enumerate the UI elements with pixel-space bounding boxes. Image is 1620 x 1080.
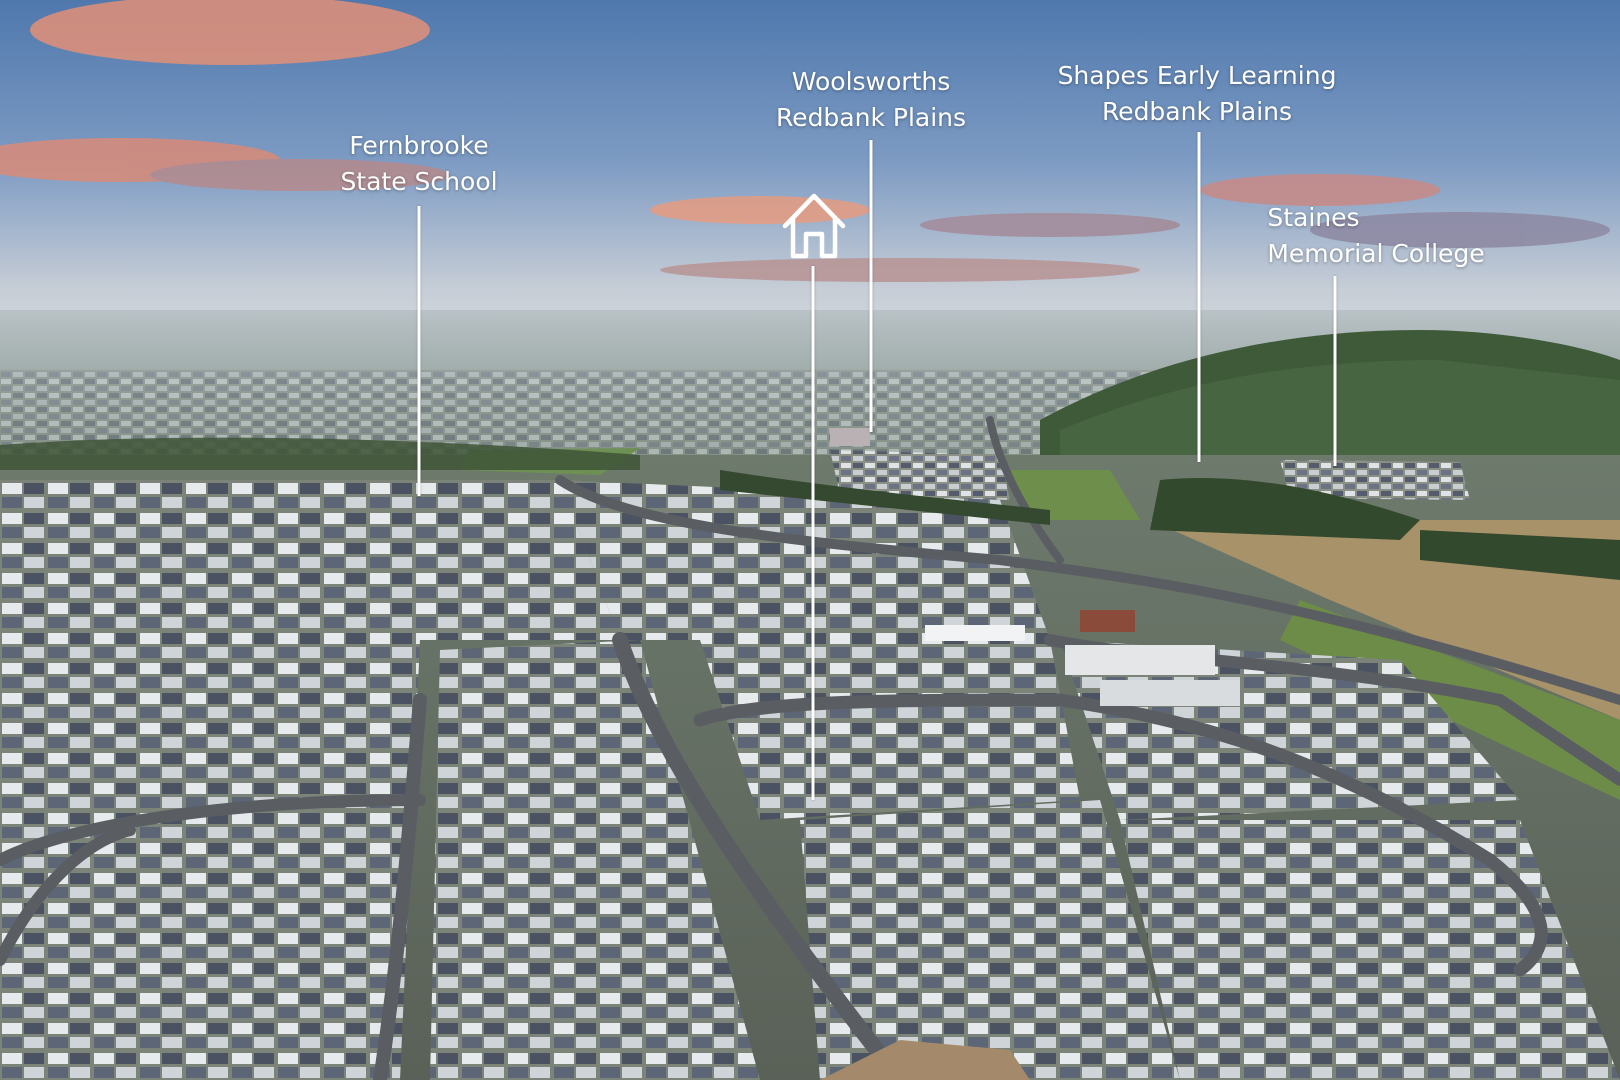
shapes-pointer-line [1197,132,1201,462]
house-outline-icon [779,190,849,262]
staines-label-line2: Memorial College [1267,239,1485,268]
woolworths-redbank-plains-label: Woolsworths Redbank Plains [776,64,966,136]
shapes-early-learning-label: Shapes Early Learning Redbank Plains [1058,58,1337,130]
shapes-label-line2: Redbank Plains [1101,97,1293,126]
woolworths-label-line2: Redbank Plains [775,103,967,132]
fernbrooke-label-line1: Fernbrooke [349,131,489,160]
staines-memorial-college-label: Staines Memorial College [1267,200,1484,272]
fernbrooke-pointer-line [417,206,421,496]
staines-pointer-line [1333,276,1337,466]
home-pointer-line [811,266,815,800]
woolworths-pointer-line [869,140,873,432]
shapes-label-line1: Shapes Early Learning [1057,61,1337,90]
staines-label-line1: Staines [1267,203,1360,232]
fernbrooke-state-school-label: Fernbrooke State School [340,128,497,200]
woolworths-label-line1: Woolsworths [791,67,951,96]
fernbrooke-label-line2: State School [340,167,498,196]
